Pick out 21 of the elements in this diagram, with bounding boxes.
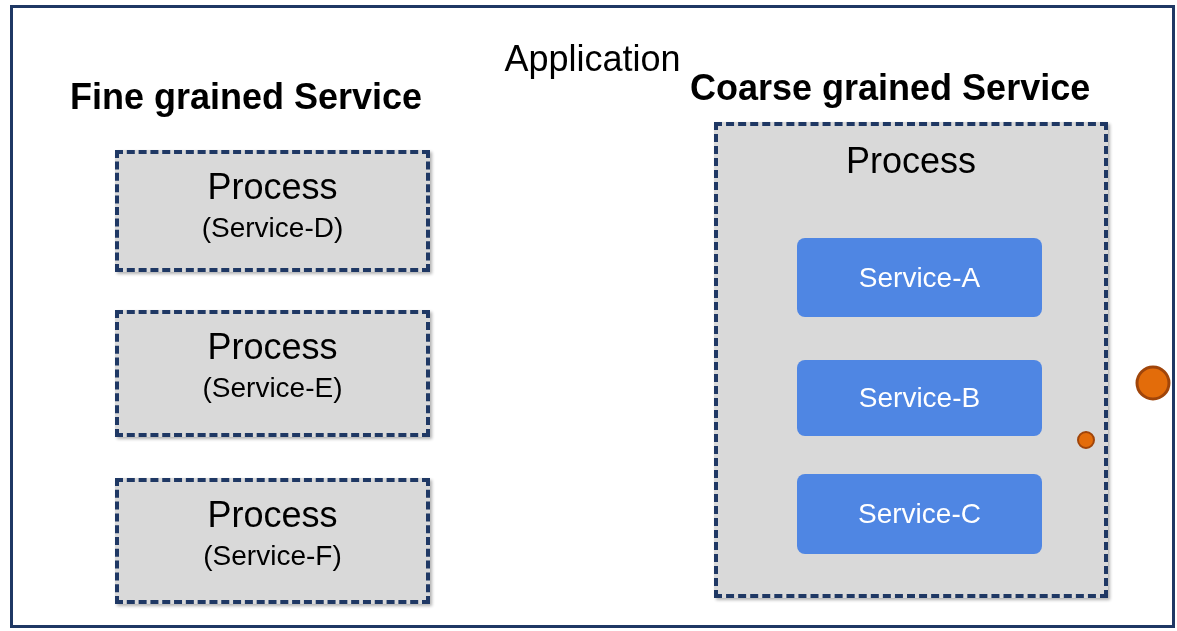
group-heading: Fine grained Service [70,76,423,118]
service-box [797,474,1042,554]
service-box [797,238,1042,317]
application-frame [10,5,1175,628]
process-label: Process [206,166,339,208]
service-label: Service-A [858,261,981,294]
process-box [115,478,430,604]
service-box [797,360,1042,436]
process-label: Process [206,494,339,536]
process-box [714,122,1108,598]
process-label: Process [206,326,339,368]
frame-label: Application [503,38,682,80]
process-box [115,150,430,272]
service-label: Service-B [858,382,981,414]
process-box [115,310,430,437]
process-label: Process [844,140,977,182]
service-label: (Service-E) [201,372,344,404]
service-label: (Service-D) [200,212,345,244]
service-label: (Service-F) [202,540,343,572]
service-label: Service-C [858,498,981,530]
group-heading: Coarse grained Service [690,67,1091,109]
